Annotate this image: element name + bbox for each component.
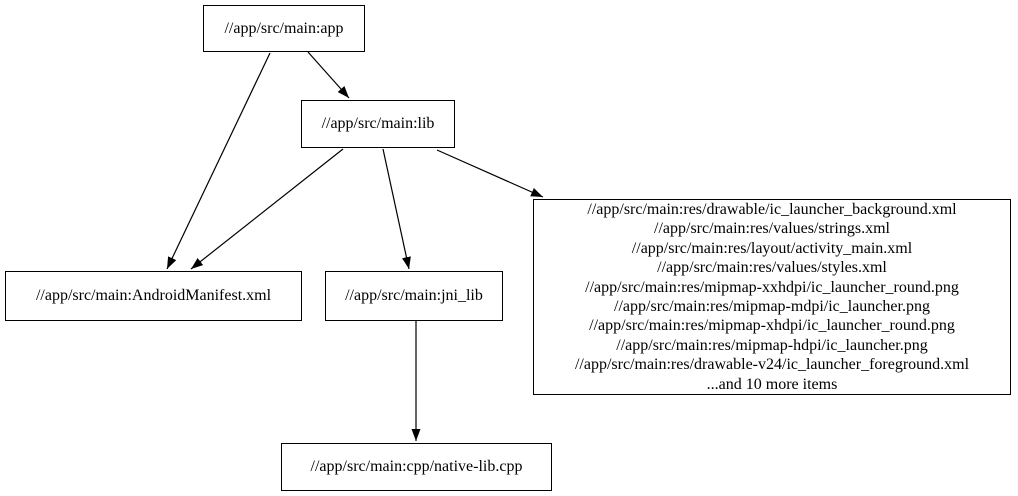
res-file-item: //app/src/main:res/values/styles.xml bbox=[657, 259, 887, 277]
node-android-manifest-label: //app/src/main:AndroidManifest.xml bbox=[35, 287, 272, 304]
res-more-items-note: ...and 10 more items bbox=[706, 375, 838, 393]
res-file-item: //app/src/main:res/layout/activity_main.… bbox=[631, 239, 913, 257]
res-file-item: //app/src/main:res/mipmap-mdpi/ic_launch… bbox=[614, 298, 930, 315]
node-app-label: //app/src/main:app bbox=[224, 19, 344, 37]
node-app: //app/src/main:app bbox=[203, 5, 365, 52]
node-jni-lib-label: //app/src/main:jni_lib bbox=[345, 287, 483, 304]
node-native-lib-cpp-label: //app/src/main:cpp/native-lib.cpp bbox=[310, 458, 523, 475]
res-file-item: //app/src/main:res/drawable/ic_launcher_… bbox=[587, 200, 957, 218]
edge-app-to-lib bbox=[307, 51, 350, 99]
edge-lib-to-res bbox=[436, 149, 544, 198]
res-file-item: //app/src/main:res/mipmap-hdpi/ic_launch… bbox=[616, 336, 928, 354]
node-res-file-group: //app/src/main:res/drawable/ic_launcher_… bbox=[533, 199, 1011, 395]
edge-lib-to-jni bbox=[382, 148, 411, 270]
node-lib: //app/src/main:lib bbox=[301, 100, 455, 148]
node-lib-label: //app/src/main:lib bbox=[321, 115, 435, 132]
node-android-manifest: //app/src/main:AndroidManifest.xml bbox=[5, 271, 302, 321]
res-file-item: //app/src/main:res/mipmap-xhdpi/ic_launc… bbox=[589, 317, 955, 335]
res-file-item: //app/src/main:res/values/strings.xml bbox=[654, 220, 890, 238]
edge-lib-to-manifest bbox=[190, 148, 344, 270]
node-native-lib-cpp: //app/src/main:cpp/native-lib.cpp bbox=[281, 443, 552, 491]
res-file-item: //app/src/main:res/drawable-v24/ic_launc… bbox=[574, 356, 970, 374]
node-jni-lib: //app/src/main:jni_lib bbox=[325, 271, 503, 321]
edge-app-to-manifest bbox=[166, 52, 271, 270]
res-file-item: //app/src/main:res/mipmap-xxhdpi/ic_laun… bbox=[585, 278, 959, 296]
